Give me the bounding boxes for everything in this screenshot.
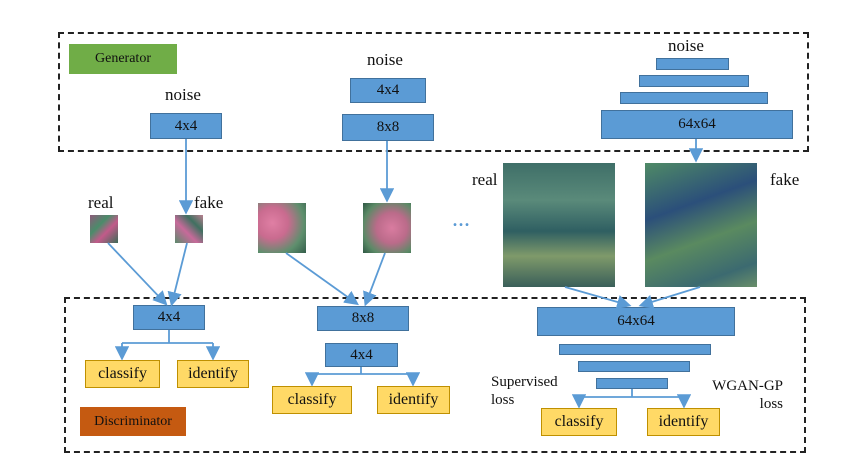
stage3-fake-label: fake: [770, 170, 800, 189]
stage2-gen-block-large: 8x8: [342, 114, 434, 141]
stage3-real-image: [503, 163, 615, 287]
stage2-identify-box: identify: [377, 386, 450, 414]
stage3-real-label: real: [472, 170, 498, 189]
stage3-disc-block: 64x64: [537, 307, 735, 336]
stage1-noise-label: noise: [165, 85, 201, 104]
stage3-disc-layer-2: [578, 361, 690, 372]
stage3-gen-layer-2: [639, 75, 749, 87]
stage3-fake-image: [645, 163, 757, 287]
ellipsis: ...: [452, 206, 470, 232]
stage2-fake-image: [363, 203, 411, 253]
stage3-gen-block: 64x64: [601, 110, 793, 139]
discriminator-frame: [64, 297, 806, 453]
generator-frame: [58, 32, 809, 152]
stage3-gen-layer-1: [656, 58, 729, 70]
stage1-identify-box: identify: [177, 360, 249, 388]
generator-label: Generator: [69, 44, 177, 74]
stage2-noise-label: noise: [367, 50, 403, 69]
stage3-disc-layer-3: [596, 378, 668, 389]
stage2-gen-block-small: 4x4: [350, 78, 426, 103]
stage1-classify-box: classify: [85, 360, 160, 388]
stage1-gen-block: 4x4: [150, 113, 222, 139]
stage3-disc-layer-1: [559, 344, 711, 355]
stage2-disc-block-large: 8x8: [317, 306, 409, 331]
stage2-real-image: [258, 203, 306, 253]
stage1-disc-block: 4x4: [133, 305, 205, 330]
stage2-disc-block-small: 4x4: [325, 343, 398, 367]
stage3-gen-layer-3: [620, 92, 768, 104]
supervised-loss-label: Supervised loss: [491, 374, 558, 408]
wgan-gp-loss-label: WGAN-GP loss: [712, 378, 783, 412]
stage1-real-label: real: [88, 193, 114, 212]
stage1-real-image: [90, 215, 118, 243]
stage3-noise-label: noise: [668, 36, 704, 55]
discriminator-label: Discriminator: [80, 407, 186, 436]
stage1-fake-label: fake: [194, 193, 224, 212]
stage1-fake-image: [175, 215, 203, 243]
